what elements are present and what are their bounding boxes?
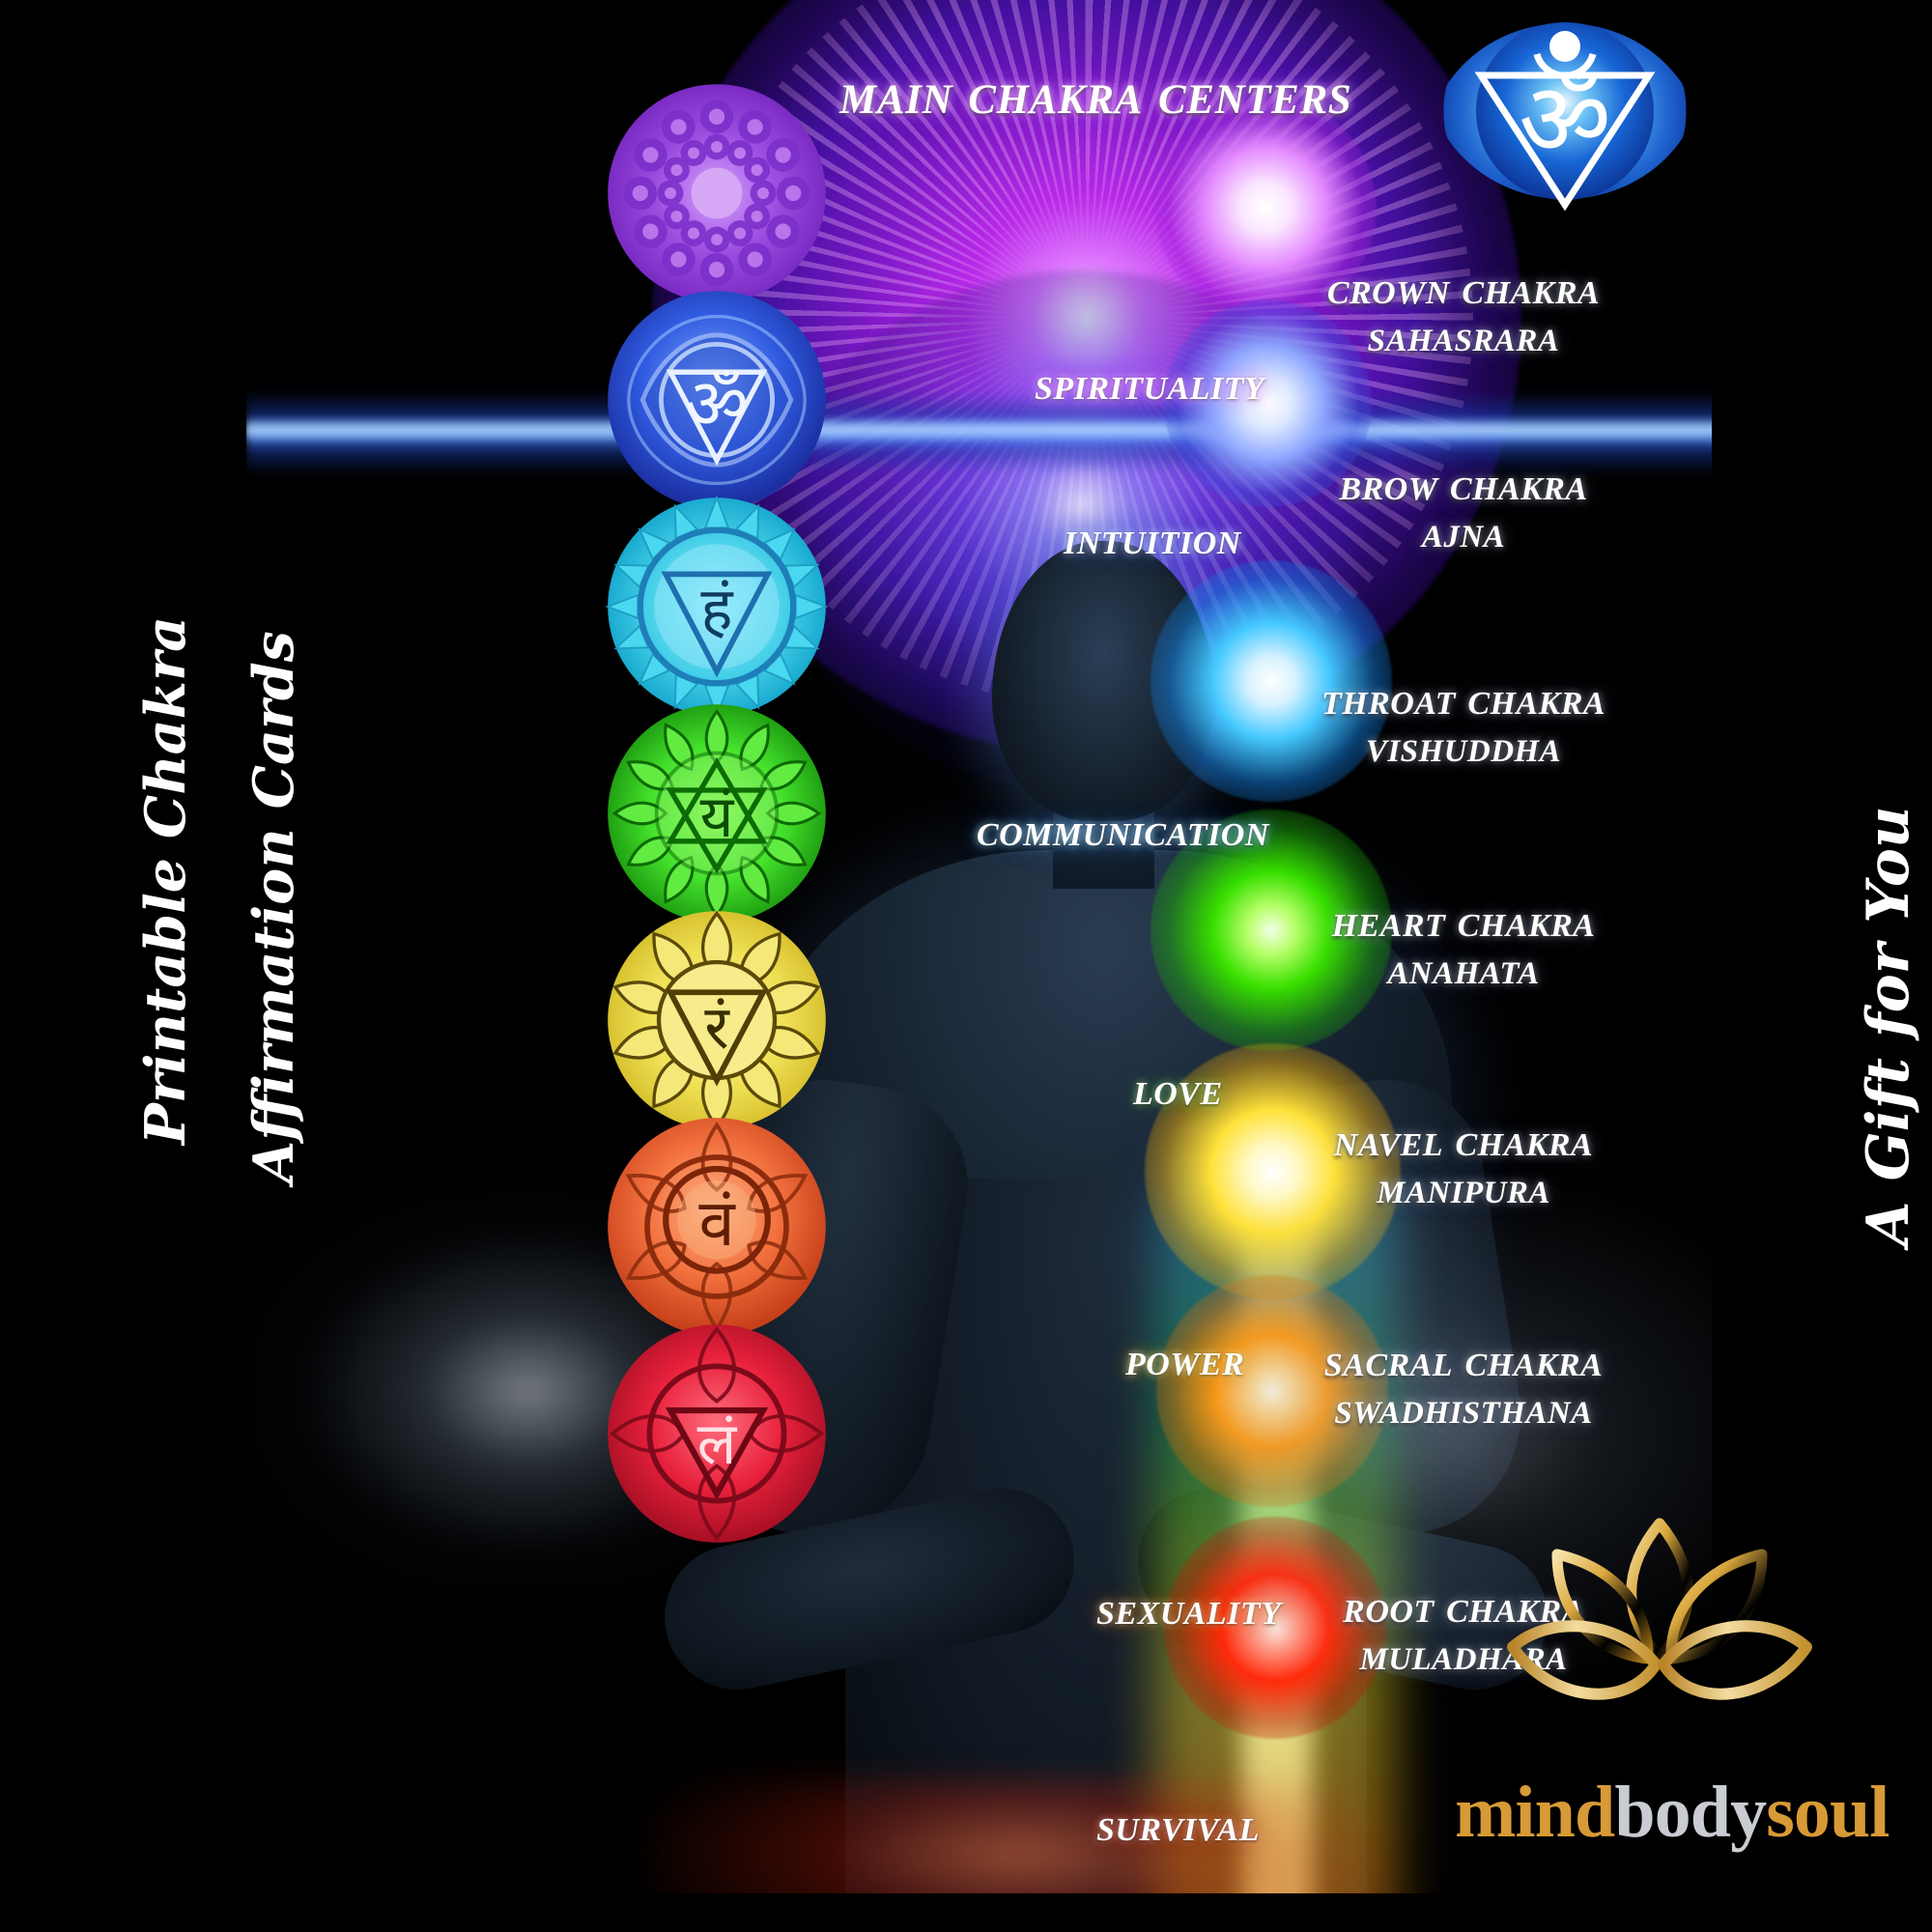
brow-seed-syllable: ॐ [685,363,749,444]
chakra-icon-column: ॐ [601,77,842,1874]
ajna-om-syllable: ॐ [1519,61,1611,179]
heart-energy-point [1151,810,1392,1051]
chakra-name-throat-line2: Vishuddha [1365,721,1562,772]
logo-word-mind: mind [1455,1772,1615,1853]
function-label-intuition: Intuition [1064,513,1241,564]
chakra-icon-root[interactable]: लं [601,1318,833,1549]
artwork-panel: Main Chakra Centers Spirituality Intuiti… [246,0,1932,1893]
chakra-icon-heart[interactable]: यं [601,697,833,929]
root-energy-point [1164,1517,1386,1739]
throat-energy-point [1151,560,1392,802]
logo-word-soul: soul [1766,1772,1889,1853]
chakra-name-crown: Crown Chakra Sahasrara [1212,263,1715,361]
root-seed-syllable: लं [697,1410,738,1478]
chakra-icon-brow[interactable]: ॐ [601,284,833,516]
bottom-black-band [246,1893,1932,1932]
meditating-figure-silhouette [536,97,1666,1893]
brow-energy-point [1164,299,1372,507]
chakra-name-brow: Brow Chakra Ajna [1212,459,1715,557]
left-caption-line2: Affirmation Cards [242,631,306,1183]
chakra-name-heart: Heart Chakra Anahata [1212,895,1715,994]
chakra-name-throat: Throat Chakra Vishuddha [1212,673,1715,772]
chakra-name-brow-line2: Ajna [1421,506,1506,557]
chakra-name-sacral-line2: Swadhisthana [1334,1382,1593,1434]
chakra-icon-crown[interactable] [601,77,833,309]
chakra-icon-sacral[interactable]: वं [601,1111,833,1343]
page-title: Main Chakra Centers [839,61,1352,127]
sacral-seed-syllable: वं [698,1185,736,1261]
heart-seed-syllable: यं [700,783,735,851]
function-label-survival: Survival [1096,1800,1260,1851]
function-label-spirituality: Spirituality [1035,358,1265,410]
navel-energy-point [1145,1043,1401,1299]
function-label-sexuality: Sexuality [1096,1583,1282,1634]
chakra-name-root-line1: Root Chakra [1343,1581,1584,1633]
throat-seed-syllable: हं [700,574,733,644]
right-caption-gift: A Gift for You [1855,806,1922,1246]
chakra-name-brow-line1: Brow Chakra [1339,459,1588,510]
chakra-name-sacral-line1: Sacral Chakra [1323,1335,1604,1386]
gold-lotus-icon [1457,1512,1862,1792]
horizontal-light-beam-core [246,417,1932,442]
chakra-name-navel: Navel Chakra Manipura [1212,1115,1715,1213]
chakra-name-heart-line1: Heart Chakra [1331,895,1596,947]
logo-word-body: body [1614,1772,1767,1853]
left-caption-panel: Printable Chakra Affirmation Cards [0,0,306,1932]
sacral-energy-point [1156,1275,1388,1507]
logo-wordmark: mindbodysoul [1455,1771,1889,1855]
crown-energy-point [1154,97,1377,319]
base-floor-glow [652,1777,1386,1893]
chakra-name-crown-line2: Sahasrara [1367,310,1560,361]
ajna-third-eye-icon: ॐ [1406,0,1724,222]
function-label-power: Power [1125,1334,1245,1385]
chakra-name-crown-line1: Crown Chakra [1326,263,1601,314]
function-label-communication: Communication [977,805,1269,856]
navel-seed-syllable: रं [704,992,730,1063]
chakra-name-sacral: Sacral Chakra Swadhisthana [1212,1335,1715,1434]
chakra-icon-navel[interactable]: रं [601,904,833,1136]
function-label-love: Love [1133,1064,1223,1115]
left-caption-line1: Printable Chakra [133,615,198,1145]
chakra-name-navel-line1: Navel Chakra [1333,1115,1594,1166]
chakra-name-heart-line2: Anahata [1387,943,1540,994]
chakra-name-throat-line1: Throat Chakra [1321,673,1606,724]
chakra-name-navel-line2: Manipura [1377,1162,1550,1213]
mindbodysoul-logo: mindbodysoul [1399,1512,1920,1918]
smoke-wisp-right [1212,1188,1811,1690]
chakra-icon-throat[interactable]: हं [601,491,833,723]
